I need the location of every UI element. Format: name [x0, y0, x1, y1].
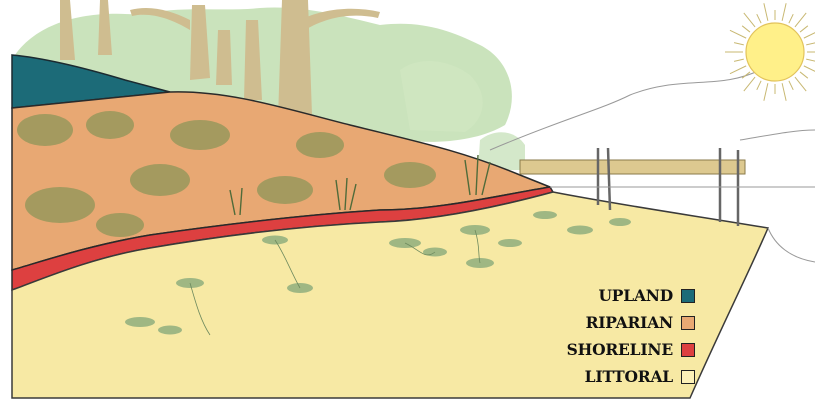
legend-item-littoral: LITTORAL [520, 365, 695, 388]
sun-ray [730, 66, 746, 74]
sun-ray [789, 81, 793, 90]
lily-pad [533, 211, 557, 219]
zone-legend: UPLAND RIPARIAN SHORELINE LITTORAL [520, 284, 695, 388]
dock-deck [520, 160, 745, 174]
sun-ray [764, 3, 768, 21]
sun-disc [746, 23, 804, 81]
legend-label-shoreline: SHORELINE [567, 340, 673, 359]
lake-edge [768, 228, 815, 262]
sun-ray [789, 14, 793, 23]
sun-ray [782, 83, 786, 101]
far-shore [740, 130, 815, 140]
sun-ray [757, 14, 761, 23]
lily-pad [498, 239, 522, 247]
legend-swatch-shoreline [681, 343, 695, 357]
legend-swatch-littoral [681, 370, 695, 384]
shrub [296, 132, 344, 158]
legend-label-upland: UPLAND [598, 286, 673, 305]
sun-ray [800, 26, 808, 32]
lily-pad [125, 317, 155, 327]
sun-icon [725, 3, 815, 100]
sun-ray [744, 13, 755, 27]
sun-ray [734, 59, 744, 61]
sun-ray [800, 72, 808, 78]
shrub [86, 111, 134, 139]
sun-ray [806, 59, 815, 61]
shrub [17, 114, 73, 146]
shrub [384, 162, 436, 188]
sun-ray [742, 26, 750, 32]
shrub [25, 187, 95, 223]
tree-trunk [216, 30, 232, 85]
sun-ray [804, 66, 815, 74]
legend-item-shoreline: SHORELINE [520, 338, 695, 361]
sun-ray [744, 77, 755, 91]
shrub [257, 176, 313, 204]
sun-ray [806, 43, 815, 45]
legend-swatch-upland [681, 289, 695, 303]
legend-item-upland: UPLAND [520, 284, 695, 307]
sun-ray [734, 43, 744, 45]
lily-pad [158, 326, 182, 335]
sun-ray [804, 30, 815, 38]
sun-ray [757, 81, 761, 90]
lily-pad [609, 218, 631, 226]
legend-label-riparian: RIPARIAN [586, 313, 673, 332]
shrub [170, 120, 230, 150]
shrub [130, 164, 190, 196]
sun-ray [764, 83, 768, 101]
legend-label-littoral: LITTORAL [585, 367, 673, 386]
legend-swatch-riparian [681, 316, 695, 330]
dock-post [608, 148, 610, 210]
sun-ray [730, 30, 746, 38]
sun-ray [795, 13, 806, 27]
sun-ray [782, 3, 786, 21]
shrub [96, 213, 144, 237]
tree-trunk [98, 0, 112, 55]
lily-pad [567, 226, 593, 235]
legend-item-riparian: RIPARIAN [520, 311, 695, 334]
sun-ray [795, 77, 806, 91]
